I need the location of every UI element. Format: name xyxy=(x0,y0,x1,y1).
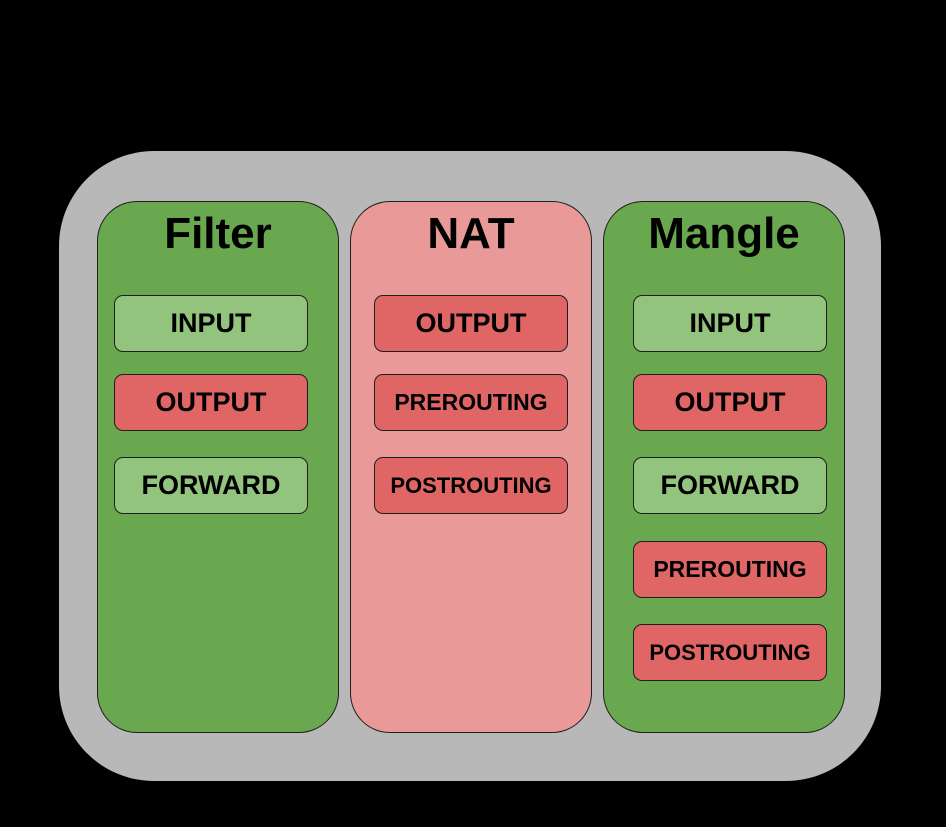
chain-box-prerouting: PREROUTING xyxy=(374,374,568,431)
chain-box-postrouting: POSTROUTING xyxy=(633,624,827,681)
chain-label: FORWARD xyxy=(660,470,800,500)
chain-box-postrouting: POSTROUTING xyxy=(374,457,568,514)
chain-label: INPUT xyxy=(689,308,771,338)
chain-box-output: OUTPUT xyxy=(114,374,308,431)
chain-label: POSTROUTING xyxy=(649,639,811,665)
chain-label: OUTPUT xyxy=(155,387,267,417)
chain-box-input: INPUT xyxy=(114,295,308,352)
chain-label: INPUT xyxy=(170,308,252,338)
chain-label: PREROUTING xyxy=(394,389,548,415)
table-title: Mangle xyxy=(648,209,800,258)
chain-label: OUTPUT xyxy=(415,308,527,338)
chain-box-forward: FORWARD xyxy=(114,457,308,514)
chain-label: OUTPUT xyxy=(674,387,786,417)
chain-box-output: OUTPUT xyxy=(374,295,568,352)
chain-label: PREROUTING xyxy=(653,556,807,582)
chain-box-forward: FORWARD xyxy=(633,457,827,514)
chain-box-prerouting: PREROUTING xyxy=(633,541,827,598)
chain-label: FORWARD xyxy=(141,470,281,500)
table-title: NAT xyxy=(427,209,515,258)
chain-box-output: OUTPUT xyxy=(633,374,827,431)
chain-label: POSTROUTING xyxy=(390,472,552,498)
chain-box-input: INPUT xyxy=(633,295,827,352)
table-title: Filter xyxy=(164,209,272,258)
